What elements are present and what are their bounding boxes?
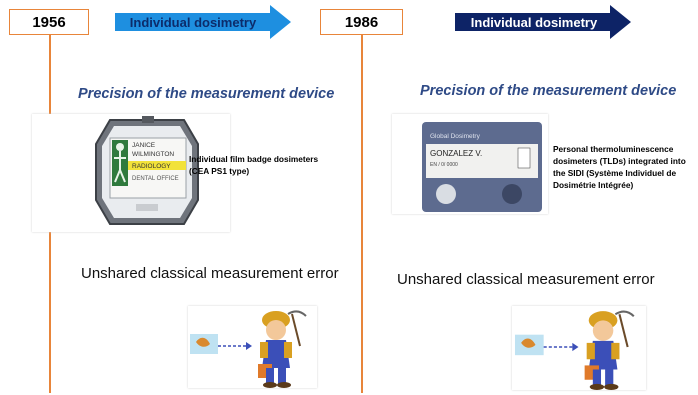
caption-line: (CEA PS1 type) [189,166,250,176]
tld-code: EN / 0/ 0000 [430,162,458,168]
film-badge-caption: Individual film badge dosimeters (CEA PS… [189,153,349,177]
year-label: 1956 [32,13,66,31]
badge-name-2: WILMINGTON [132,151,174,158]
error-label-1986: Unshared classical measurement error [397,271,655,288]
timeline-line-1986 [361,34,363,393]
caption-line: Personal thermoluminescence [553,144,674,154]
year-box-1956: 1956 [9,9,89,35]
year-label: 1986 [344,13,379,31]
arrow-label-1956: Individual dosimetry [129,14,257,30]
tld-image: Global Dosimetry GONZALEZ V. EN / 0/ 000… [392,114,548,214]
arrow-1986 [455,5,631,39]
caption-line: the SIDI (Système Individuel de [553,168,677,178]
measurement-illustration-1956 [188,306,317,388]
precision-heading-1956: Precision of the measurement device [78,86,335,102]
film-badge-image: JANICE WILMINGTON RADIOLOGY DENTAL OFFIC… [32,114,230,232]
caption-line: Individual film badge dosimeters [189,154,319,164]
measurement-illustration-1986 [512,306,646,390]
precision-heading-1986: Precision of the measurement device [420,83,677,99]
caption-line: dosimeters (TLDs) integrated into [553,156,686,166]
film-badge-photo: JANICE WILMINGTON RADIOLOGY DENTAL OFFIC… [32,114,230,232]
year-box-1986: 1986 [320,9,403,35]
tld-photo: Global Dosimetry GONZALEZ V. EN / 0/ 000… [392,114,548,214]
error-label-1956: Unshared classical measurement error [81,265,339,282]
badge-dept: RADIOLOGY [132,163,171,170]
badge-office: DENTAL OFFICE [132,176,179,182]
arrow-label-1986: Individual dosimetry [470,14,598,30]
badge-name-1: JANICE [132,142,156,149]
miner-illustration [188,306,317,388]
tld-name: GONZALEZ V. [430,149,482,158]
miner-illustration [512,306,646,390]
tld-brand: Global Dosimetry [430,133,481,140]
caption-line: Dosimétrie Intégrée) [553,180,634,190]
arrow-1956 [115,5,291,39]
tld-caption: Personal thermoluminescence dosimeters (… [553,143,698,191]
